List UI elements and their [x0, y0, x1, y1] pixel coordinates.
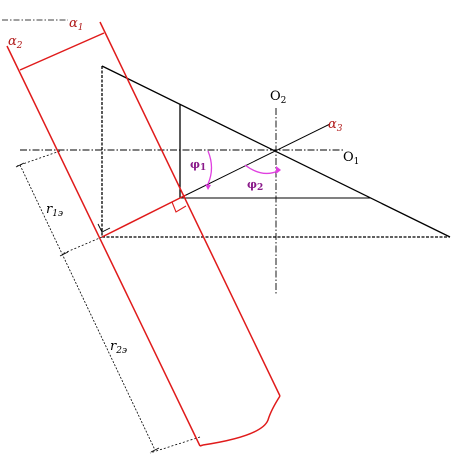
red-lines	[6, 21, 281, 447]
phi1-arc	[207, 150, 213, 185]
label-r2: r2э	[110, 339, 127, 356]
alpha3-line	[179, 123, 331, 199]
label-alpha1: α1	[69, 16, 84, 33]
red-left-long	[6, 45, 201, 447]
label-r1: r1э	[46, 202, 63, 219]
angle-arrows	[205, 166, 281, 190]
labels: α1 α2 α3 O2 O1 φ1 φ2 r1э r2э	[8, 16, 359, 356]
label-o2: O2	[270, 89, 286, 106]
dim-tick-mid	[59, 251, 69, 257]
phi2-arc	[244, 164, 279, 175]
label-phi1: φ1	[190, 158, 206, 173]
right-angle-marker-corner	[97, 223, 111, 233]
dim-ext-top	[16, 150, 61, 167]
label-o1: O1	[343, 150, 359, 167]
phi1-arrow	[205, 184, 211, 190]
dim-ext-bottom	[149, 436, 201, 454]
black-lines	[2, 19, 451, 295]
right-angle-marker-red	[171, 201, 187, 213]
label-alpha3: α3	[328, 117, 343, 134]
dim-tick-bottom	[150, 447, 160, 453]
red-bottom-extension	[179, 194, 187, 199]
dim-tick-top	[15, 162, 25, 168]
phi2-arrow	[276, 166, 281, 174]
red-right-long	[99, 21, 281, 397]
label-phi2: φ2	[247, 178, 263, 193]
red-top-crossbar	[19, 32, 105, 71]
dimension-lines	[15, 150, 201, 454]
dim-ext-mid	[61, 236, 103, 255]
red-bottom-curve	[202, 395, 281, 446]
dim-line	[19, 164, 156, 451]
angle-arcs	[207, 150, 279, 185]
red-bottom-short	[199, 444, 204, 447]
label-alpha2: α2	[8, 34, 23, 51]
red-perpendicular	[101, 197, 181, 238]
